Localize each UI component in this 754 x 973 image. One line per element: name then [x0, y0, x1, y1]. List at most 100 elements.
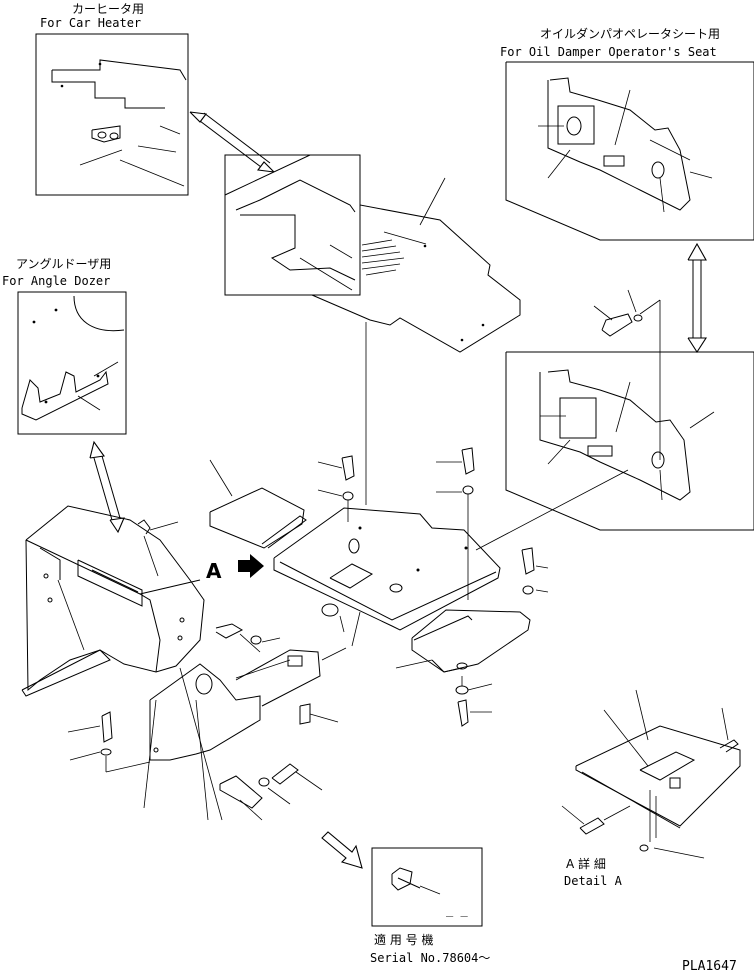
mat-inner: [240, 214, 356, 281]
detail-bolt: [579, 817, 605, 835]
leader-line: [119, 159, 185, 187]
bolt-icon: [457, 699, 469, 727]
leader-line: [209, 459, 233, 497]
washer-icon: [633, 314, 643, 322]
leader-line: [547, 149, 571, 179]
assembly-line: [475, 469, 629, 551]
leader-line: [295, 771, 323, 791]
damper-body: [603, 155, 625, 167]
guard-cover: [219, 775, 263, 809]
lower-plate-outline: [411, 609, 531, 673]
plate-edge: [339, 615, 345, 633]
damper-body: [587, 445, 613, 457]
leader-line: [351, 611, 361, 647]
mat-line: [383, 231, 427, 245]
bolt-icon: [271, 763, 299, 785]
serial-arrow: [321, 831, 363, 869]
side-bracket: [235, 649, 321, 707]
bolt-icon: [137, 519, 151, 535]
assembly-line: [639, 299, 661, 315]
dozer-bracket: [21, 370, 109, 421]
bolt-washer-right: [593, 289, 661, 460]
leader-line: [721, 707, 729, 741]
serial-label-en: Serial No.78604～: [370, 951, 490, 965]
washer-icon: [250, 635, 262, 645]
frame-slot: [77, 559, 143, 607]
washer-icon: [522, 585, 534, 595]
serial-part: [391, 867, 413, 891]
dot: [423, 244, 427, 248]
leader-line: [267, 787, 291, 805]
detail-slot: [639, 751, 696, 781]
dot: [98, 62, 102, 66]
frame-line: [57, 579, 85, 651]
dozer-curve: [73, 295, 125, 332]
dot: [54, 308, 58, 312]
leader-line: [627, 289, 637, 313]
plate-lip: [279, 561, 497, 621]
leader-line: [593, 305, 613, 321]
washer-icon: [342, 491, 354, 501]
dot: [32, 320, 36, 324]
heater-bracket: [91, 125, 121, 143]
assembly-line: [105, 761, 151, 773]
leader-line: [635, 689, 649, 741]
oil-damper-label-en: For Oil Damper Operator's Seat: [500, 45, 717, 59]
leader-line: [149, 521, 179, 531]
leader-line: [309, 713, 339, 723]
main-frame: [21, 505, 347, 821]
seat-inset-frame: [505, 351, 754, 531]
assembly-line: [603, 805, 631, 821]
mat-outline: [224, 154, 521, 353]
cover-rail: [261, 515, 307, 549]
cover-outline: [209, 487, 305, 549]
small-clip: [299, 703, 311, 725]
leader-line: [535, 565, 549, 569]
side-bracket-plate: [287, 655, 303, 667]
serial-inset: _ _ 適 用 号 機 Serial No.78604～: [370, 847, 490, 965]
dot: [416, 568, 420, 572]
heater-hole: [109, 132, 119, 140]
dot: [44, 400, 48, 404]
leader-line: [317, 489, 343, 497]
lower-bracket: [149, 663, 261, 761]
seat-hole: [566, 116, 582, 136]
bolt-hole: [153, 747, 159, 753]
detail-label-en: Detail A: [564, 874, 623, 888]
seat-bracket-upper: [547, 77, 691, 211]
leader-line: [603, 709, 649, 767]
leader-line: [535, 589, 549, 593]
oil-damper-frame: [505, 61, 754, 241]
leader-line: [689, 171, 713, 179]
serial-label-jp: 適 用 号 機: [374, 932, 433, 947]
floor-bolts: [317, 447, 549, 600]
bolt-icon: [341, 455, 355, 481]
heater-pipe: [159, 125, 181, 135]
mat-line: [329, 244, 353, 259]
angle-dozer-inset: アングルドーザ用 For Angle Dozer: [2, 257, 127, 435]
bolt-hole: [47, 597, 53, 603]
car-heater-frame: [35, 33, 189, 196]
drawing-number: PLA1647: [682, 959, 737, 973]
seat-bracket: [539, 369, 691, 501]
bolt-icon: [461, 447, 475, 475]
heater-pipe: [137, 145, 177, 153]
detail-plate: [575, 725, 741, 827]
assembly-line: [143, 535, 159, 577]
side-cover: [209, 459, 307, 549]
washer-icon: [455, 685, 469, 695]
washer-icon: [462, 485, 474, 495]
frame-foot: [21, 649, 111, 697]
oil-damper-label-jp: オイルダンパオペレータシート用: [540, 26, 720, 41]
car-heater-label-en: For Car Heater: [40, 16, 141, 30]
double-arrow-right: [687, 242, 708, 354]
detail-a: A 詳 細 Detail A: [561, 689, 741, 888]
lower-plate-rail: [413, 615, 473, 641]
bolt-hole: [177, 635, 183, 641]
view-direction-arrow: [238, 554, 264, 578]
lower-plate: [395, 609, 531, 727]
serial-inset-frame: [371, 847, 483, 927]
dot: [460, 338, 464, 342]
leader-line: [143, 699, 157, 809]
view-arrow-a: A: [206, 554, 264, 583]
